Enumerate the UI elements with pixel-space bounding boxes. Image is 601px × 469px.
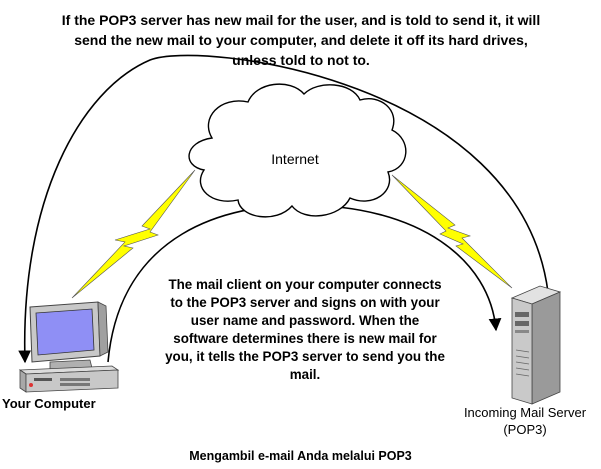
bottom-caption: Mengambil e-mail Anda melalui POP3 (189, 449, 412, 463)
computer-label: Your Computer (2, 396, 96, 411)
internet-label: Internet (271, 151, 319, 167)
server-icon (510, 285, 562, 405)
outer-arrow (18, 54, 549, 364)
computer-icon (18, 301, 120, 393)
server-label-line2: (POP3) (503, 422, 547, 437)
lightning-left-icon (71, 169, 196, 299)
middle-caption: The mail client on your computer connect… (165, 277, 445, 382)
cloud-icon (188, 83, 407, 218)
server-label: Incoming Mail Server (POP3) (445, 404, 601, 438)
server-label-line1: Incoming Mail Server (463, 405, 587, 420)
top-caption: If the POP3 server has new mail for the … (61, 12, 541, 68)
lightning-right-icon (391, 174, 513, 289)
